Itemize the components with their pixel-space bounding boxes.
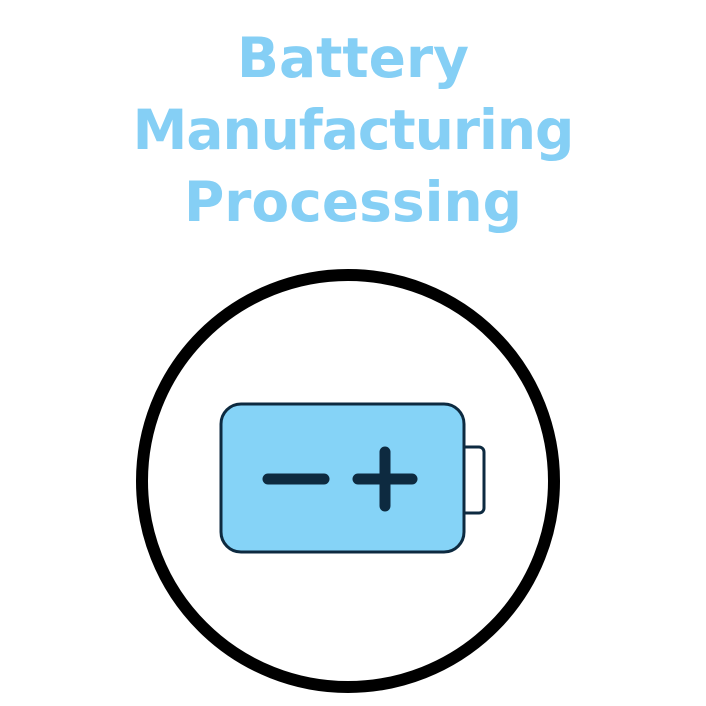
- ring-outline: [136, 269, 560, 693]
- title-line-2: Manufacturing: [132, 98, 575, 162]
- title-line-1: Battery: [237, 26, 469, 90]
- battery-body: [219, 402, 466, 554]
- title-line-3: Processing: [184, 170, 522, 234]
- plus-icon: [352, 446, 418, 512]
- battery-badge-graphic: [136, 269, 560, 693]
- page-title: Battery Manufacturing Processing: [0, 22, 706, 238]
- battery-badge: [132, 266, 564, 698]
- battery-icon: [219, 402, 486, 554]
